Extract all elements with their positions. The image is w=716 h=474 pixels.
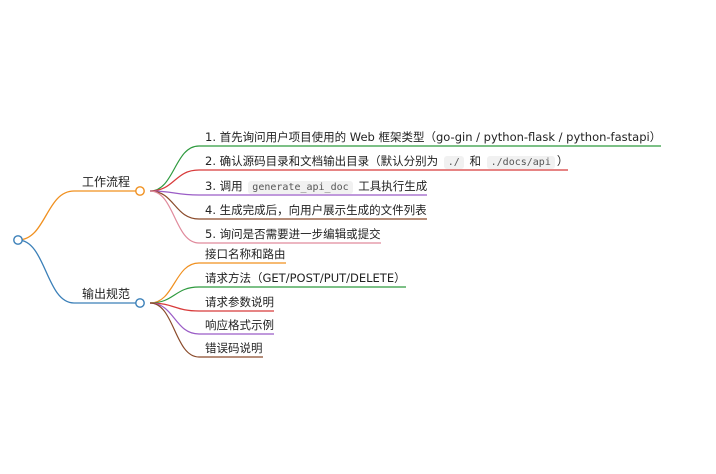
workflow-item-4[interactable]: 4. 生成完成后，向用户展示生成的文件列表 xyxy=(205,201,427,219)
item-text: 工具执行生成 xyxy=(354,179,428,193)
item-text: 4. 生成完成后，向用户展示生成的文件列表 xyxy=(205,203,427,217)
inline-code: generate_api_doc xyxy=(248,181,353,194)
output-spec-item-4[interactable]: 响应格式示例 xyxy=(205,316,274,334)
inline-code: ./ xyxy=(443,156,464,169)
output-spec-item-2-connector xyxy=(149,286,200,304)
workflow-item-1[interactable]: 1. 首先询问用户项目使用的 Web 框架类型（go-gin / python-… xyxy=(205,128,661,146)
item-text: 1. 首先询问用户项目使用的 Web 框架类型（go-gin / python-… xyxy=(205,130,662,144)
item-text: 请求参数说明 xyxy=(205,295,274,309)
item-text: 和 xyxy=(465,154,485,168)
branch-label-output-spec[interactable]: 输出规范 xyxy=(82,287,131,301)
item-text: 响应格式示例 xyxy=(205,318,274,332)
item-text: 2. 确认源码目录和文档输出目录（默认分别为 xyxy=(205,154,442,168)
output-spec-item-5[interactable]: 错误码说明 xyxy=(205,339,263,357)
inline-code: ./docs/api xyxy=(486,156,555,169)
item-text: 5. 询问是否需要进一步编辑或提交 xyxy=(205,227,381,241)
workflow-item-2-connector xyxy=(149,169,200,192)
output-spec-item-2[interactable]: 请求方法（GET/POST/PUT/DELETE） xyxy=(205,269,406,287)
workflow-item-3[interactable]: 3. 调用 generate_api_doc 工具执行生成 xyxy=(205,177,427,197)
root-to-output-spec-connector xyxy=(17,239,75,304)
workflow-item-5-connector xyxy=(149,190,200,244)
collapse-toggle-output-spec[interactable] xyxy=(135,298,145,308)
item-text: 错误码说明 xyxy=(205,341,263,355)
root-to-workflow-connector xyxy=(17,190,75,241)
output-spec-item-3[interactable]: 请求参数说明 xyxy=(205,293,274,311)
workflow-item-1-connector xyxy=(149,145,200,192)
root-node-toggle[interactable] xyxy=(13,235,23,245)
output-spec-item-5-connector xyxy=(149,302,200,358)
collapse-toggle-workflow[interactable] xyxy=(135,186,145,196)
item-text: 接口名称和路由 xyxy=(205,247,286,261)
item-text: ） xyxy=(556,154,569,168)
workflow-item-2[interactable]: 2. 确认源码目录和文档输出目录（默认分别为 ./ 和 ./docs/api） xyxy=(205,152,568,172)
output-spec-item-1-connector xyxy=(149,262,200,304)
workflow-item-5[interactable]: 5. 询问是否需要进一步编辑或提交 xyxy=(205,225,381,243)
output-spec-item-1[interactable]: 接口名称和路由 xyxy=(205,245,286,263)
item-text: 3. 调用 xyxy=(205,179,247,193)
item-text: 请求方法（GET/POST/PUT/DELETE） xyxy=(205,271,406,285)
branch-label-workflow[interactable]: 工作流程 xyxy=(82,175,131,189)
